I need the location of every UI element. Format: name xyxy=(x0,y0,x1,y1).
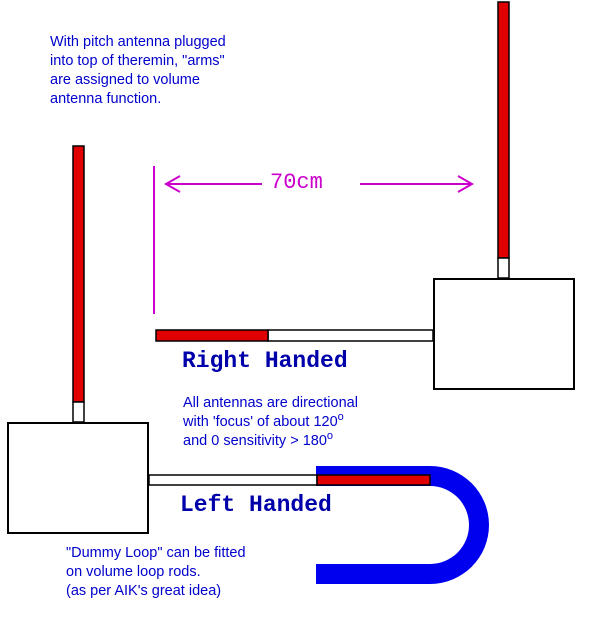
dimension-arrowhead-left xyxy=(163,175,181,193)
left-volume-arm-red xyxy=(316,474,431,486)
degree-symbol: o xyxy=(326,430,334,442)
right-pitch-antenna-rod xyxy=(497,1,510,259)
dimension-arrowhead-right xyxy=(457,175,475,193)
left-handed-label: Left Handed xyxy=(180,492,332,518)
right-handed-label: Right Handed xyxy=(182,348,348,374)
left-pitch-antenna-base xyxy=(72,401,85,423)
directional-note-line2: with 'focus' of about 120o xyxy=(183,411,344,432)
right-theremin-body xyxy=(433,278,575,390)
focus-text: with 'focus' of about 120 xyxy=(183,414,338,430)
pitch-plug-note: With pitch antenna plugged into top of t… xyxy=(50,34,226,107)
dummy-loop-note: "Dummy Loop" can be fitted on volume loo… xyxy=(66,545,246,599)
sensitivity-text: and 0 sensitivity > 180 xyxy=(183,433,327,449)
directional-note-line1: All antennas are directional xyxy=(183,395,358,411)
degree-symbol: o xyxy=(337,411,344,423)
left-volume-arm-white xyxy=(148,474,318,486)
right-volume-arm-red xyxy=(155,329,269,342)
right-volume-arm-white xyxy=(267,329,434,342)
directional-note-line3: and 0 sensitivity > 180o xyxy=(183,430,334,451)
right-pitch-antenna-base xyxy=(497,257,510,279)
left-pitch-antenna-rod xyxy=(72,145,85,403)
left-theremin-body xyxy=(7,422,149,534)
distance-label: 70cm xyxy=(270,170,323,195)
